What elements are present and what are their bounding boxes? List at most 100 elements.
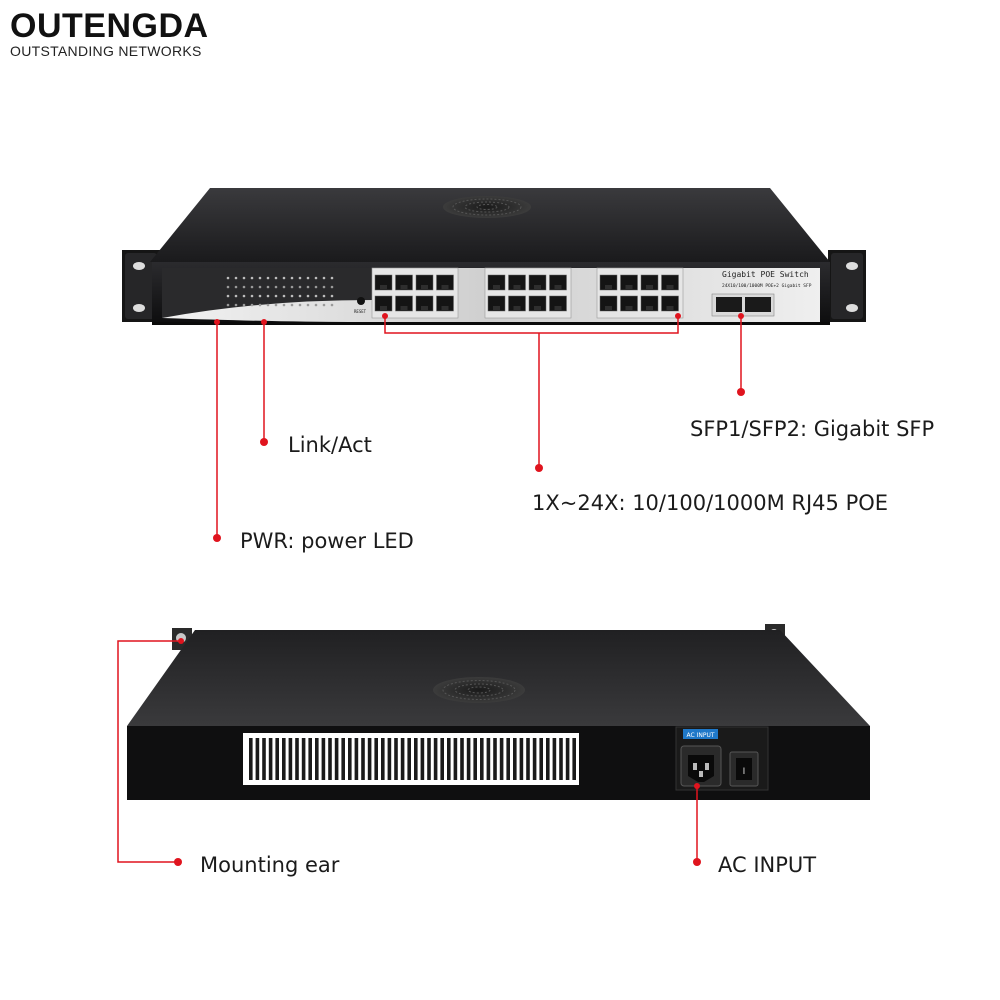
rj45-port-20[interactable]	[661, 274, 679, 291]
vent-slot	[308, 738, 312, 780]
vent-slot	[460, 738, 464, 780]
led-dot	[226, 294, 230, 298]
rj45-port-21[interactable]	[599, 295, 618, 312]
front-top-lid	[150, 188, 830, 262]
vent-slot	[354, 738, 359, 780]
led-dot	[314, 294, 318, 298]
rear-vent	[243, 733, 579, 785]
rj45-port-17[interactable]	[599, 274, 618, 291]
vent-slot	[255, 738, 260, 780]
led-dot	[282, 285, 286, 289]
sfp-port-1[interactable]	[716, 297, 742, 312]
rj45-port-4[interactable]	[436, 274, 454, 291]
rj45-port-24[interactable]	[661, 295, 679, 312]
led-dot	[322, 294, 326, 298]
rj45-bracket	[384, 316, 679, 334]
rj45-port-11[interactable]	[528, 274, 547, 291]
link-act-anchor-dot	[261, 319, 267, 325]
led-dot	[282, 303, 286, 307]
rj45-callout-label: 1X~24X: 10/100/1000M RJ45 POE	[532, 491, 888, 515]
rj45-port-13[interactable]	[487, 295, 506, 312]
led-dot	[306, 303, 310, 307]
vent-slot	[321, 738, 326, 780]
vent-slot	[387, 738, 392, 780]
rj45-port-23[interactable]	[640, 295, 659, 312]
led-dot	[330, 303, 334, 307]
led-dot	[242, 294, 246, 298]
sfp-port-2[interactable]	[745, 297, 771, 312]
led-dot	[250, 294, 254, 298]
led-dot	[226, 285, 230, 289]
power-socket-icon[interactable]	[680, 745, 722, 787]
led-dot	[298, 285, 302, 289]
rj45-port-10[interactable]	[508, 274, 526, 291]
led-dot	[282, 294, 286, 298]
rj45-port-15[interactable]	[528, 295, 547, 312]
mounting-ear-leader-line	[117, 640, 181, 863]
ac-input-module: AC INPUT I	[675, 726, 769, 791]
vent-slot	[427, 738, 431, 780]
sfp-anchor-dot	[738, 313, 744, 319]
led-dot	[226, 276, 230, 280]
rear-fan-grille-icon	[433, 677, 525, 703]
vent-slot	[539, 738, 543, 780]
ac-input-plate-text: AC INPUT	[686, 732, 714, 739]
vent-slot	[493, 738, 497, 780]
led-dot	[290, 303, 294, 307]
rj45-port-6[interactable]	[395, 295, 413, 312]
rj45-port-9[interactable]	[487, 274, 506, 291]
rear-top-lid	[127, 630, 870, 726]
rj45-port-22[interactable]	[620, 295, 638, 312]
rj45-port-3[interactable]	[415, 274, 434, 291]
vent-slot	[361, 738, 365, 780]
rj45-port-5[interactable]	[374, 295, 393, 312]
led-dot	[290, 285, 294, 289]
product-label: Gigabit POE Switch	[722, 270, 809, 279]
led-dot	[250, 276, 254, 280]
rj45-port-12[interactable]	[549, 274, 567, 291]
led-dot	[274, 285, 278, 289]
front-mounting-ear-right	[828, 250, 866, 322]
vent-slot	[295, 738, 299, 780]
led-dot	[258, 294, 262, 298]
vent-slot	[486, 738, 491, 780]
front-bottom-edge	[152, 322, 830, 325]
vent-slot	[301, 738, 306, 780]
vent-slot	[315, 738, 319, 780]
led-dot	[298, 294, 302, 298]
led-dot	[298, 303, 302, 307]
rj45-port-8[interactable]	[436, 295, 454, 312]
led-dot	[282, 276, 286, 280]
reset-button[interactable]	[357, 297, 365, 305]
vent-slot	[381, 738, 385, 780]
led-dot	[258, 303, 262, 307]
power-switch-icon[interactable]: I	[729, 751, 759, 787]
led-dot	[330, 294, 334, 298]
rj45-anchor-dot-left	[382, 313, 388, 319]
vent-slot	[262, 738, 266, 780]
led-dot	[314, 276, 318, 280]
vent-slot	[420, 738, 425, 780]
rj45-port-19[interactable]	[640, 274, 659, 291]
sfp-ports	[711, 293, 775, 317]
led-dot	[330, 276, 334, 280]
rj45-port-14[interactable]	[508, 295, 526, 312]
vent-slot	[506, 738, 510, 780]
front-switch: RESET Gigabit POE Switch 24X10/100/1000M…	[122, 188, 866, 325]
vent-slot	[414, 738, 418, 780]
pwr-callout-dot	[213, 534, 221, 542]
rj45-port-7[interactable]	[415, 295, 434, 312]
led-dot	[266, 285, 270, 289]
vent-slot	[288, 738, 293, 780]
led-dot	[226, 303, 230, 307]
ac-input-callout-label: AC INPUT	[718, 853, 816, 877]
rj45-port-1[interactable]	[374, 274, 393, 291]
led-dot	[234, 276, 238, 280]
vent-slot	[526, 738, 530, 780]
led-dot	[330, 285, 334, 289]
rj45-port-18[interactable]	[620, 274, 638, 291]
rj45-port-2[interactable]	[395, 274, 413, 291]
rj45-port-16[interactable]	[549, 295, 567, 312]
led-dot	[298, 276, 302, 280]
